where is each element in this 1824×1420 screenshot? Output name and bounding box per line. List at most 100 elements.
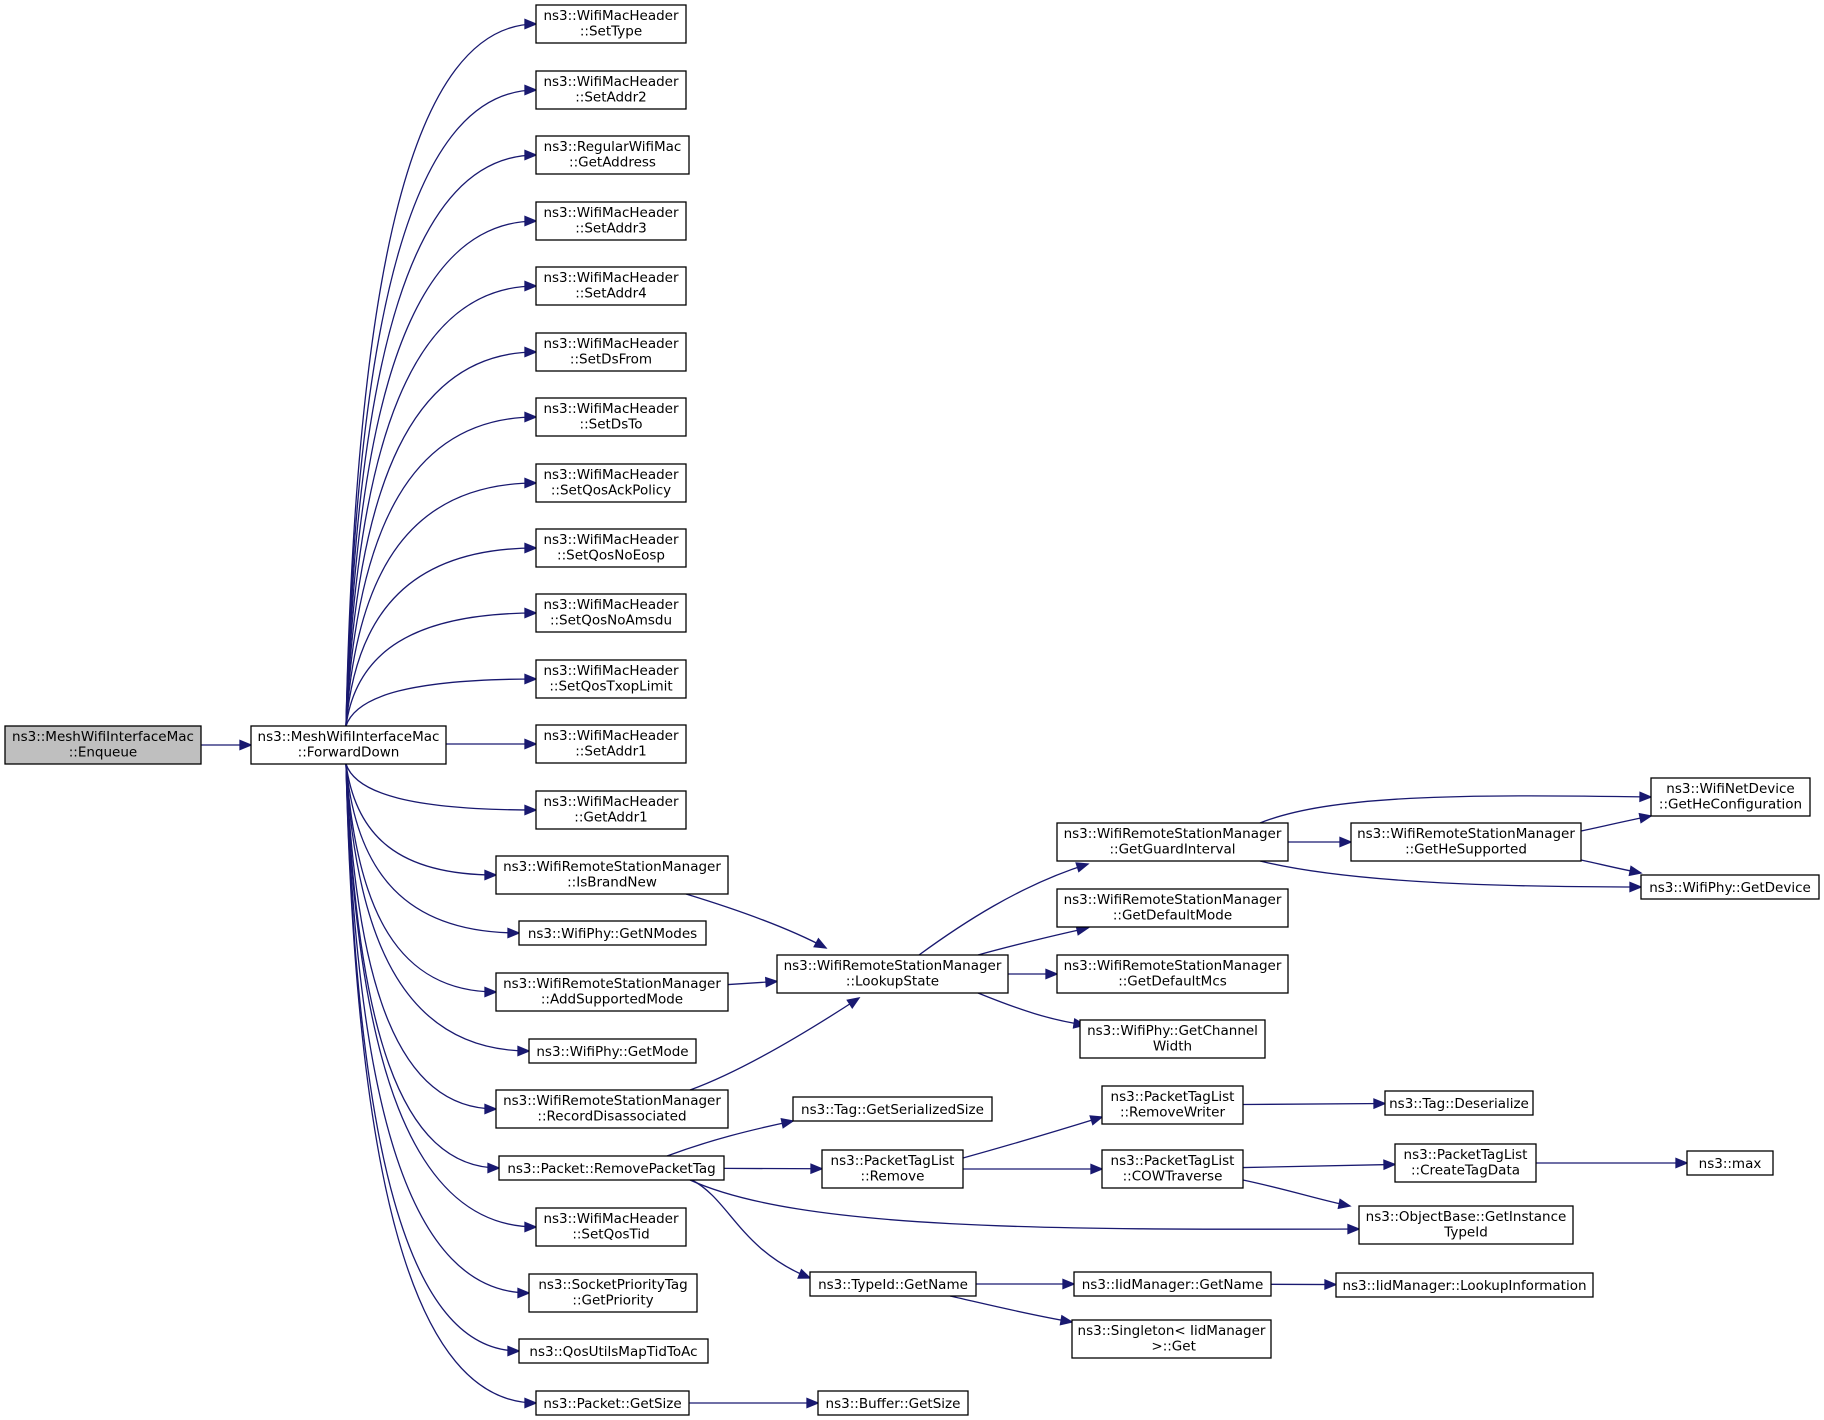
node-setqostxoplimit[interactable]: ns3::WifiMacHeader::SetQosTxopLimit	[535, 659, 687, 699]
node-label-line: ns3::WifiMacHeader	[543, 663, 679, 679]
node-box	[495, 855, 729, 895]
edge-forwarddown-to-setaddr1	[446, 738, 538, 750]
node-ptlremove[interactable]: ns3::PacketTagList::Remove	[821, 1149, 964, 1189]
node-label-line: ::CreateTagData	[1411, 1163, 1520, 1179]
node-setaddr3[interactable]: ns3::WifiMacHeader::SetAddr3	[535, 201, 687, 241]
node-label-line: ns3::Packet::RemovePacketTag	[507, 1161, 715, 1177]
node-label-line: ::SetDsTo	[580, 417, 643, 433]
node-packetgetsize[interactable]: ns3::Packet::GetSize	[535, 1390, 690, 1416]
edge-forwarddown-to-setqostxoplimit	[345, 673, 538, 727]
nodes-layer: ns3::MeshWifiInterfaceMac::Enqueue ns3::M…	[4, 4, 1820, 1416]
node-getguardinterval[interactable]: ns3::WifiRemoteStationManager::GetGuardI…	[1056, 822, 1289, 862]
node-box	[535, 397, 687, 437]
node-qosutils[interactable]: ns3::QosUtilsMapTidToAc	[518, 1338, 709, 1364]
node-box	[1056, 822, 1289, 862]
node-setqosnoamsdu[interactable]: ns3::WifiMacHeader::SetQosNoAmsdu	[535, 593, 687, 633]
node-typeidgetname[interactable]: ns3::TypeId::GetName	[809, 1271, 977, 1297]
node-box	[535, 528, 687, 568]
node-box	[535, 1390, 690, 1416]
node-label-line: ns3::WifiRemoteStationManager	[1064, 892, 1282, 908]
node-getdevice[interactable]: ns3::WifiPhy::GetDevice	[1640, 874, 1820, 900]
node-createtagdata[interactable]: ns3::PacketTagList::CreateTagData	[1394, 1143, 1537, 1183]
node-tagdeserialize[interactable]: ns3::Tag::Deserialize	[1384, 1090, 1534, 1116]
node-forwarddown[interactable]: ns3::MeshWifiInterfaceMac::ForwardDown	[250, 725, 447, 765]
node-settype[interactable]: ns3::WifiMacHeader::SetType	[535, 4, 687, 44]
node-label-line: ::IsBrandNew	[567, 875, 657, 891]
node-box	[1686, 1150, 1774, 1176]
node-enqueue[interactable]: ns3::MeshWifiInterfaceMac::Enqueue	[4, 725, 202, 765]
node-box	[1640, 874, 1820, 900]
node-label-line: ns3::WifiRemoteStationManager	[784, 958, 1002, 974]
edge-lookupstate-to-getchannelwidth	[977, 992, 1087, 1029]
node-box	[498, 1155, 725, 1181]
edge-iidgetname-to-lookupinformation	[1270, 1279, 1338, 1290]
node-label-line: >::Get	[1147, 1339, 1196, 1355]
node-recorddisassociated[interactable]: ns3::WifiRemoteStationManager::RecordDis…	[495, 1089, 729, 1129]
node-getmode[interactable]: ns3::WifiPhy::GetMode	[528, 1038, 697, 1064]
node-label-line: ns3::WifiMacHeader	[543, 74, 679, 90]
node-getaddr1[interactable]: ns3::WifiMacHeader::GetAddr1	[535, 790, 687, 830]
node-box	[250, 725, 447, 765]
node-getdefaultmcs[interactable]: ns3::WifiRemoteStationManager::GetDefaul…	[1056, 954, 1289, 994]
node-label-line: ::SetAddr2	[575, 90, 647, 106]
node-label-line: ::SetAddr3	[575, 221, 647, 237]
node-getpriority[interactable]: ns3::SocketPriorityTag::GetPriority	[528, 1273, 698, 1313]
node-label-line: ::SetType	[580, 24, 642, 40]
node-getserializedsize[interactable]: ns3::Tag::GetSerializedSize	[792, 1096, 993, 1122]
node-label-line: ::SetQosTxopLimit	[549, 679, 672, 695]
node-box	[535, 201, 687, 241]
node-removewriter[interactable]: ns3::PacketTagList::RemoveWriter	[1101, 1085, 1244, 1125]
node-lookupinformation[interactable]: ns3::IidManager::LookupInformation	[1335, 1272, 1594, 1298]
edge-forwarddown-to-addsupportedmode	[345, 763, 498, 998]
node-setqostid[interactable]: ns3::WifiMacHeader::SetQosTid	[535, 1207, 687, 1247]
node-label-line: ns3::WifiMacHeader	[543, 270, 679, 286]
node-box	[1071, 1319, 1272, 1359]
edge-forwarddown-to-getpriority	[345, 763, 531, 1299]
node-label-line: ns3::WifiMacHeader	[543, 336, 679, 352]
node-buffergetsize[interactable]: ns3::Buffer::GetSize	[817, 1390, 969, 1416]
node-getdefaultmode[interactable]: ns3::WifiRemoteStationManager::GetDefaul…	[1056, 888, 1289, 928]
edge-removepackettag-to-getserializedsize	[666, 1118, 795, 1157]
node-getheconfiguration[interactable]: ns3::WifiNetDevice::GetHeConfiguration	[1650, 777, 1811, 817]
node-box	[495, 1089, 729, 1129]
edge-forwarddown-to-getnmodes	[345, 763, 521, 939]
node-cowtraverse[interactable]: ns3::PacketTagList::COWTraverse	[1101, 1149, 1244, 1189]
node-label-line: ns3::PacketTagList	[1111, 1153, 1235, 1169]
node-setdsfrom[interactable]: ns3::WifiMacHeader::SetDsFrom	[535, 332, 687, 372]
edge-removepackettag-to-ptlremove	[723, 1163, 824, 1175]
node-getaddress[interactable]: ns3::RegularWifiMac::GetAddress	[535, 135, 690, 175]
node-setqosnoeosp[interactable]: ns3::WifiMacHeader::SetQosNoEosp	[535, 528, 687, 568]
node-label-line: Width	[1153, 1039, 1192, 1055]
node-label-line: ::GetHeConfiguration	[1659, 797, 1802, 813]
node-label-line: ns3::WifiRemoteStationManager	[1357, 826, 1575, 842]
edge-lookupstate-to-getguardinterval	[918, 862, 1090, 956]
node-label-line: ns3::WifiRemoteStationManager	[1064, 958, 1282, 974]
node-setaddr2[interactable]: ns3::WifiMacHeader::SetAddr2	[535, 70, 687, 110]
node-setdsto[interactable]: ns3::WifiMacHeader::SetDsTo	[535, 397, 687, 437]
node-box	[535, 724, 687, 764]
node-singletonget[interactable]: ns3::Singleton< IidManager >::Get	[1071, 1319, 1272, 1359]
node-iidgetname[interactable]: ns3::IidManager::GetName	[1073, 1271, 1272, 1297]
node-setaddr4[interactable]: ns3::WifiMacHeader::SetAddr4	[535, 266, 687, 306]
node-max[interactable]: ns3::max	[1686, 1150, 1774, 1176]
node-gethesupported[interactable]: ns3::WifiRemoteStationManager::GetHeSupp…	[1350, 822, 1582, 862]
node-label-line: ::RemoveWriter	[1120, 1105, 1226, 1121]
node-addsupportedmode[interactable]: ns3::WifiRemoteStationManager::AddSuppor…	[495, 972, 729, 1012]
node-getnmodes[interactable]: ns3::WifiPhy::GetNModes	[518, 920, 707, 946]
node-isbrandnew[interactable]: ns3::WifiRemoteStationManager::IsBrandNe…	[495, 855, 729, 895]
node-setqosackpolicy[interactable]: ns3::WifiMacHeader::SetQosAckPolicy	[535, 463, 687, 503]
node-box	[535, 135, 690, 175]
node-label-line: ::GetAddress	[569, 155, 656, 171]
edge-gethesupported-to-getheconfiguration	[1580, 812, 1653, 832]
node-box	[1394, 1143, 1537, 1183]
node-setaddr1[interactable]: ns3::WifiMacHeader::SetAddr1	[535, 724, 687, 764]
node-removepackettag[interactable]: ns3::Packet::RemovePacketTag	[498, 1155, 725, 1181]
edge-forwarddown-to-isbrandnew	[345, 763, 498, 881]
node-box	[1101, 1149, 1244, 1189]
node-box	[535, 266, 687, 306]
node-lookupstate[interactable]: ns3::WifiRemoteStationManager::LookupSta…	[776, 954, 1009, 994]
node-label-line: ns3::ObjectBase::GetInstance	[1366, 1209, 1567, 1225]
edge-forwarddown-to-setaddr4	[345, 280, 538, 727]
